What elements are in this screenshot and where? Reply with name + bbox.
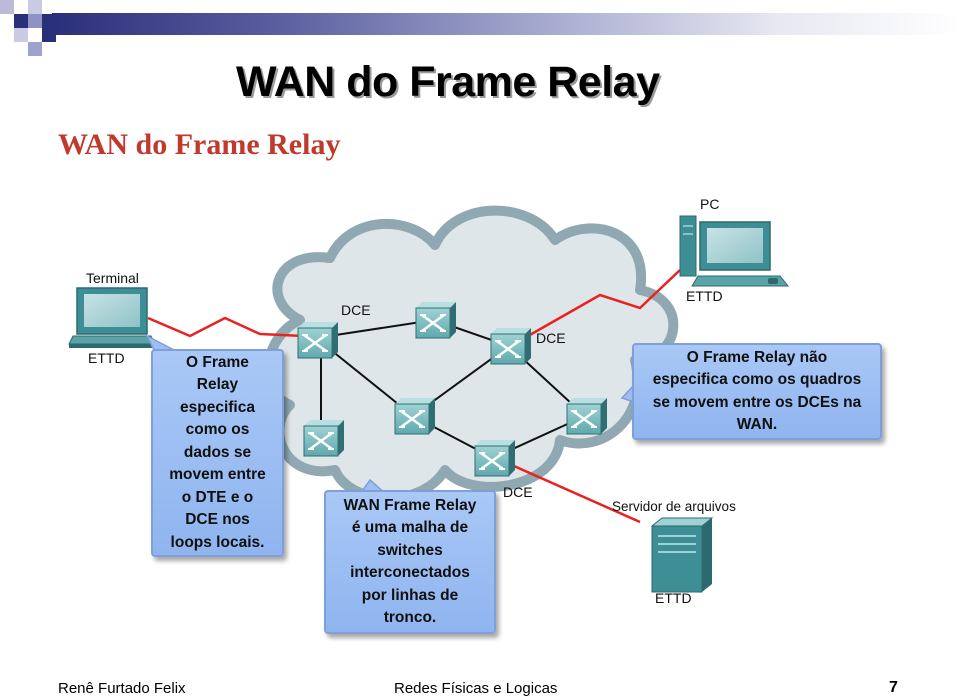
callout-dce-movement-text: O Frame Relay não especifica como os qua… (652, 348, 862, 434)
dce-label-bottom: DCE (503, 484, 533, 500)
pc-label: PC (700, 196, 719, 212)
callout-wan-mesh: WAN Frame Relay é uma malha de switches … (324, 490, 496, 634)
header-square (28, 0, 42, 14)
callout-local-loop-text: O Frame Relay especifica como os dados s… (169, 353, 266, 551)
callout-dce-movement: O Frame Relay não especifica como os qua… (632, 343, 882, 440)
footer-author: Renê Furtado Felix (58, 680, 186, 697)
server-ettd-label: ETTD (655, 590, 692, 606)
callout-local-loop: O Frame Relay especifica como os dados s… (151, 349, 284, 557)
slide-title: WAN do Frame Relay (236, 58, 660, 106)
frame-relay-switch-icon (415, 302, 456, 339)
footer-course: Redes Físicas e Logicas (394, 680, 558, 697)
header-decoration (0, 0, 960, 60)
terminal-ettd-label: ETTD (88, 350, 125, 366)
pc-ettd-label: ETTD (686, 288, 723, 304)
frame-relay-switch-icon (303, 420, 344, 457)
header-square (28, 14, 42, 28)
frame-relay-switch-icon (297, 322, 338, 359)
frame-relay-switch-icon (474, 440, 515, 477)
header-square (14, 28, 28, 42)
dce-label-right: DCE (536, 330, 566, 346)
frame-relay-switch-icon (394, 398, 435, 435)
header-square (0, 0, 14, 14)
page-number: 7 (889, 679, 898, 696)
pc-icon (679, 215, 790, 287)
header-square (14, 14, 28, 28)
slide-subtitle: WAN do Frame Relay (58, 128, 341, 161)
frame-relay-switch-icon (566, 398, 607, 435)
local-loop-links (147, 269, 681, 524)
terminal-label: Terminal (86, 270, 139, 286)
dce-label-top: DCE (341, 302, 371, 318)
header-gradient-bar (52, 13, 960, 35)
header-square (28, 42, 42, 56)
terminal-icon (68, 287, 156, 348)
server-icon (650, 517, 714, 593)
callout-wan-mesh-text: WAN Frame Relay é uma malha de switches … (343, 496, 477, 627)
header-square (14, 0, 28, 14)
server-label: Servidor de arquivos (612, 499, 736, 514)
frame-relay-switch-icon (490, 328, 531, 365)
